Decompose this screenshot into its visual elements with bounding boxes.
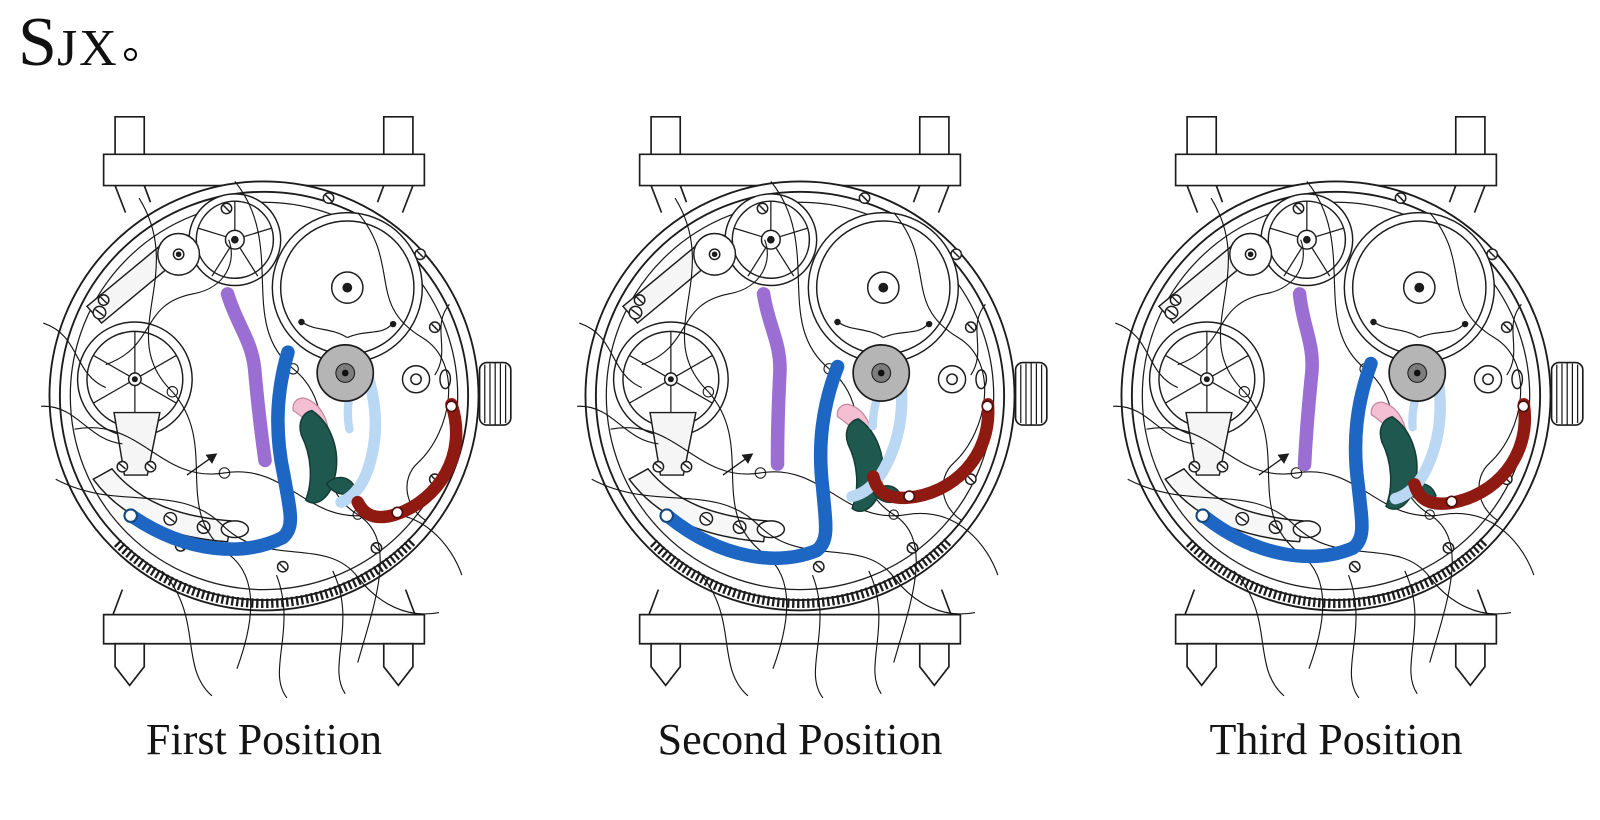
watch-figure-second: Second Position <box>550 96 1050 765</box>
header: S JX <box>0 0 1600 96</box>
figures-row: First Position Second Position <box>0 96 1600 765</box>
figure-caption-third: Third Position <box>1209 715 1463 764</box>
watch-base-art <box>577 117 1047 698</box>
watch-movement-diagram-third <box>1086 96 1586 700</box>
watch-movement-diagram-first <box>14 96 514 700</box>
figure-caption-first: First Position <box>146 715 382 764</box>
center-wheel <box>316 344 375 402</box>
center-wheel <box>1388 344 1447 402</box>
sjx-logo: S JX <box>18 8 1600 78</box>
watch-movement-diagram-second <box>550 96 1050 700</box>
center-wheel <box>852 344 911 402</box>
logo-letter-s: S <box>18 4 57 81</box>
watch-figure-third: Third Position <box>1086 96 1586 765</box>
watch-base-art <box>1113 117 1583 698</box>
watch-figure-first: First Position <box>14 96 514 765</box>
figure-caption-second: Second Position <box>657 715 943 764</box>
logo-circle-icon <box>123 48 137 61</box>
logo-letters-jx: JX <box>56 20 119 77</box>
